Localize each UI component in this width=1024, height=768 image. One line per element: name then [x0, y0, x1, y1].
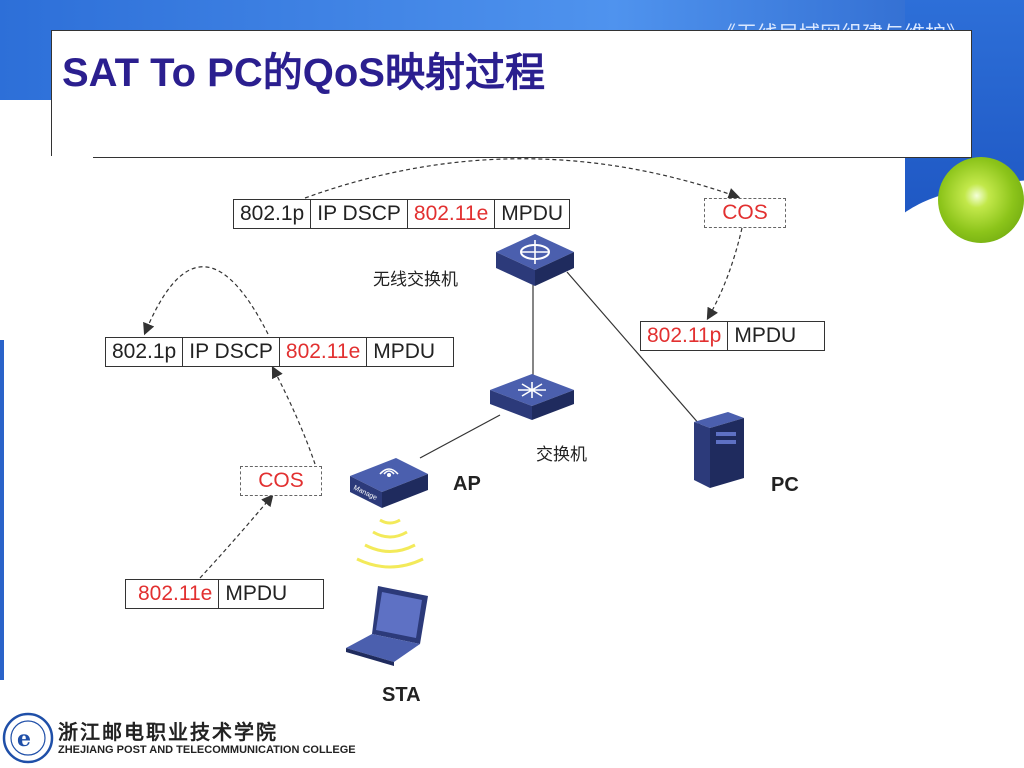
- college-name-en: ZHEJIANG POST AND TELECOMMUNICATION COLL…: [58, 744, 356, 756]
- slide-title: SAT To PC的QoS映射过程: [62, 51, 545, 95]
- frame-top-field-4: MPDU: [501, 202, 564, 225]
- sta-label: STA: [382, 684, 421, 706]
- ap-label: AP: [453, 473, 481, 495]
- frame-left: 802.1p IP DSCP 802.11e MPDU: [105, 337, 455, 367]
- green-ball-decoration: [938, 157, 1024, 243]
- college-logo-icon: e: [2, 712, 54, 764]
- frame-right-field-2: MPDU: [734, 324, 797, 347]
- cos-left: COS: [240, 466, 322, 496]
- link-wlc-pc: [566, 271, 701, 426]
- arc-cos-right: [706, 227, 743, 321]
- frame-top: 802.1p IP DSCP 802.11e MPDU: [233, 199, 571, 229]
- frame-right-field-1: 802.11p: [641, 322, 729, 350]
- pc-label: PC: [771, 474, 799, 496]
- laptop-icon: [346, 586, 428, 666]
- arc-top: [304, 158, 741, 200]
- frame-bottom-field-2: MPDU: [225, 582, 288, 605]
- arc-left: [143, 266, 269, 336]
- switch-label: 交换机: [536, 445, 587, 465]
- wireless-signal-icon: [356, 518, 424, 569]
- frame-bottom-field-1: 802.11e: [126, 580, 220, 608]
- frame-left-field-4: MPDU: [373, 340, 436, 363]
- frame-bottom: 802.11e MPDU: [125, 579, 325, 609]
- pc-tower-icon: [694, 412, 744, 488]
- wireless-switch-icon: [496, 234, 574, 286]
- svg-text:e: e: [17, 726, 31, 752]
- left-accent-strip: [0, 340, 4, 680]
- college-name-cn: 浙江邮电职业技术学院: [58, 720, 278, 744]
- switch-icon: [490, 374, 574, 420]
- frame-right: 802.11p MPDU: [640, 321, 826, 351]
- frame-left-field-2: IP DSCP: [183, 338, 280, 366]
- frame-left-field-1: 802.1p: [106, 338, 184, 366]
- frame-left-field-3: 802.11e: [280, 338, 368, 366]
- cos-right: COS: [704, 198, 786, 228]
- frame-top-field-2: IP DSCP: [311, 200, 408, 228]
- title-box: [51, 30, 972, 158]
- frame-top-field-1: 802.1p: [234, 200, 312, 228]
- wireless-switch-label: 无线交换机: [373, 270, 458, 290]
- access-point-icon: Manage: [350, 458, 428, 508]
- link-switch-ap: [419, 414, 501, 459]
- frame-top-field-3: 802.11e: [408, 200, 496, 228]
- arc-bottom: [199, 494, 274, 579]
- arc-cos-left-up: [271, 365, 316, 465]
